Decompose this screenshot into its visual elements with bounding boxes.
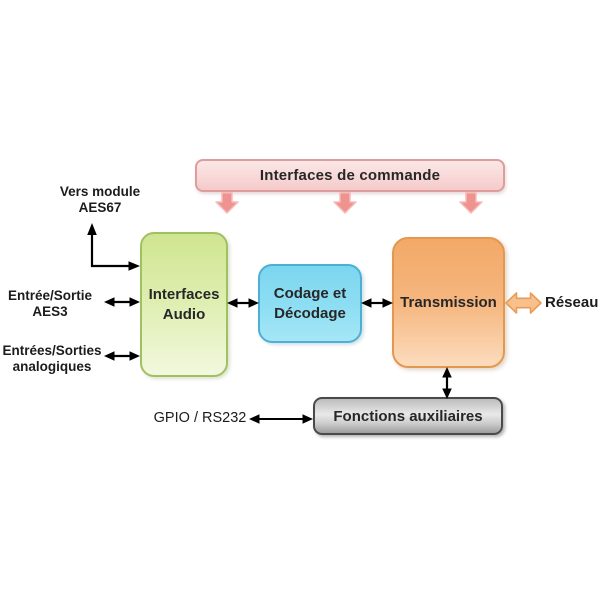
analog-io-label-line1: Entrées/Sorties — [2, 343, 102, 358]
aes3-io-label-line2: AES3 — [32, 303, 68, 319]
aes67-module-label: Vers module AES67 — [50, 184, 150, 215]
command-interfaces-label: Interfaces de commande — [259, 167, 441, 184]
network-label: Réseau — [545, 294, 599, 311]
transmission-label: Transmission — [400, 294, 497, 311]
aes3-double-arrow-icon — [104, 297, 140, 307]
auxiliary-functions-label: Fonctions auxiliaires — [333, 407, 483, 425]
auxiliary-functions-box: Fonctions auxiliaires — [313, 397, 503, 435]
audio-interfaces-label: Interfaces Audio — [148, 285, 220, 323]
codec-box: Codage et Décodage — [258, 264, 362, 343]
transmission-aux-double-arrow-icon — [442, 367, 452, 399]
transmission-box: Transmission — [392, 237, 505, 368]
aes3-io-label: Entrée/Sortie AES3 — [0, 288, 100, 319]
aes67-module-label-line2: AES67 — [78, 199, 122, 215]
aes67-module-label-line1: Vers module — [59, 184, 141, 199]
command-down-arrow-1-icon — [215, 192, 239, 214]
codec-label: Codage et Décodage — [273, 284, 347, 322]
command-down-arrow-3-icon — [459, 192, 483, 214]
aes3-io-label-line1: Entrée/Sortie — [7, 288, 93, 303]
analog-io-label-line2: analogiques — [12, 358, 92, 374]
codec-transmission-double-arrow-icon — [361, 298, 393, 308]
audio-codec-double-arrow-icon — [227, 298, 259, 308]
analog-double-arrow-icon — [104, 351, 140, 361]
command-interfaces-box: Interfaces de commande — [195, 159, 505, 192]
gpio-double-arrow-icon — [249, 414, 313, 424]
gpio-rs232-label: GPIO / RS232 — [153, 410, 247, 426]
audio-interfaces-box: Interfaces Audio — [140, 232, 228, 377]
network-block-arrow-icon — [505, 292, 542, 314]
command-down-arrow-2-icon — [333, 192, 357, 214]
analog-io-label: Entrées/Sorties analogiques — [0, 343, 104, 374]
aes67-elbow-arrow-icon — [87, 223, 140, 271]
